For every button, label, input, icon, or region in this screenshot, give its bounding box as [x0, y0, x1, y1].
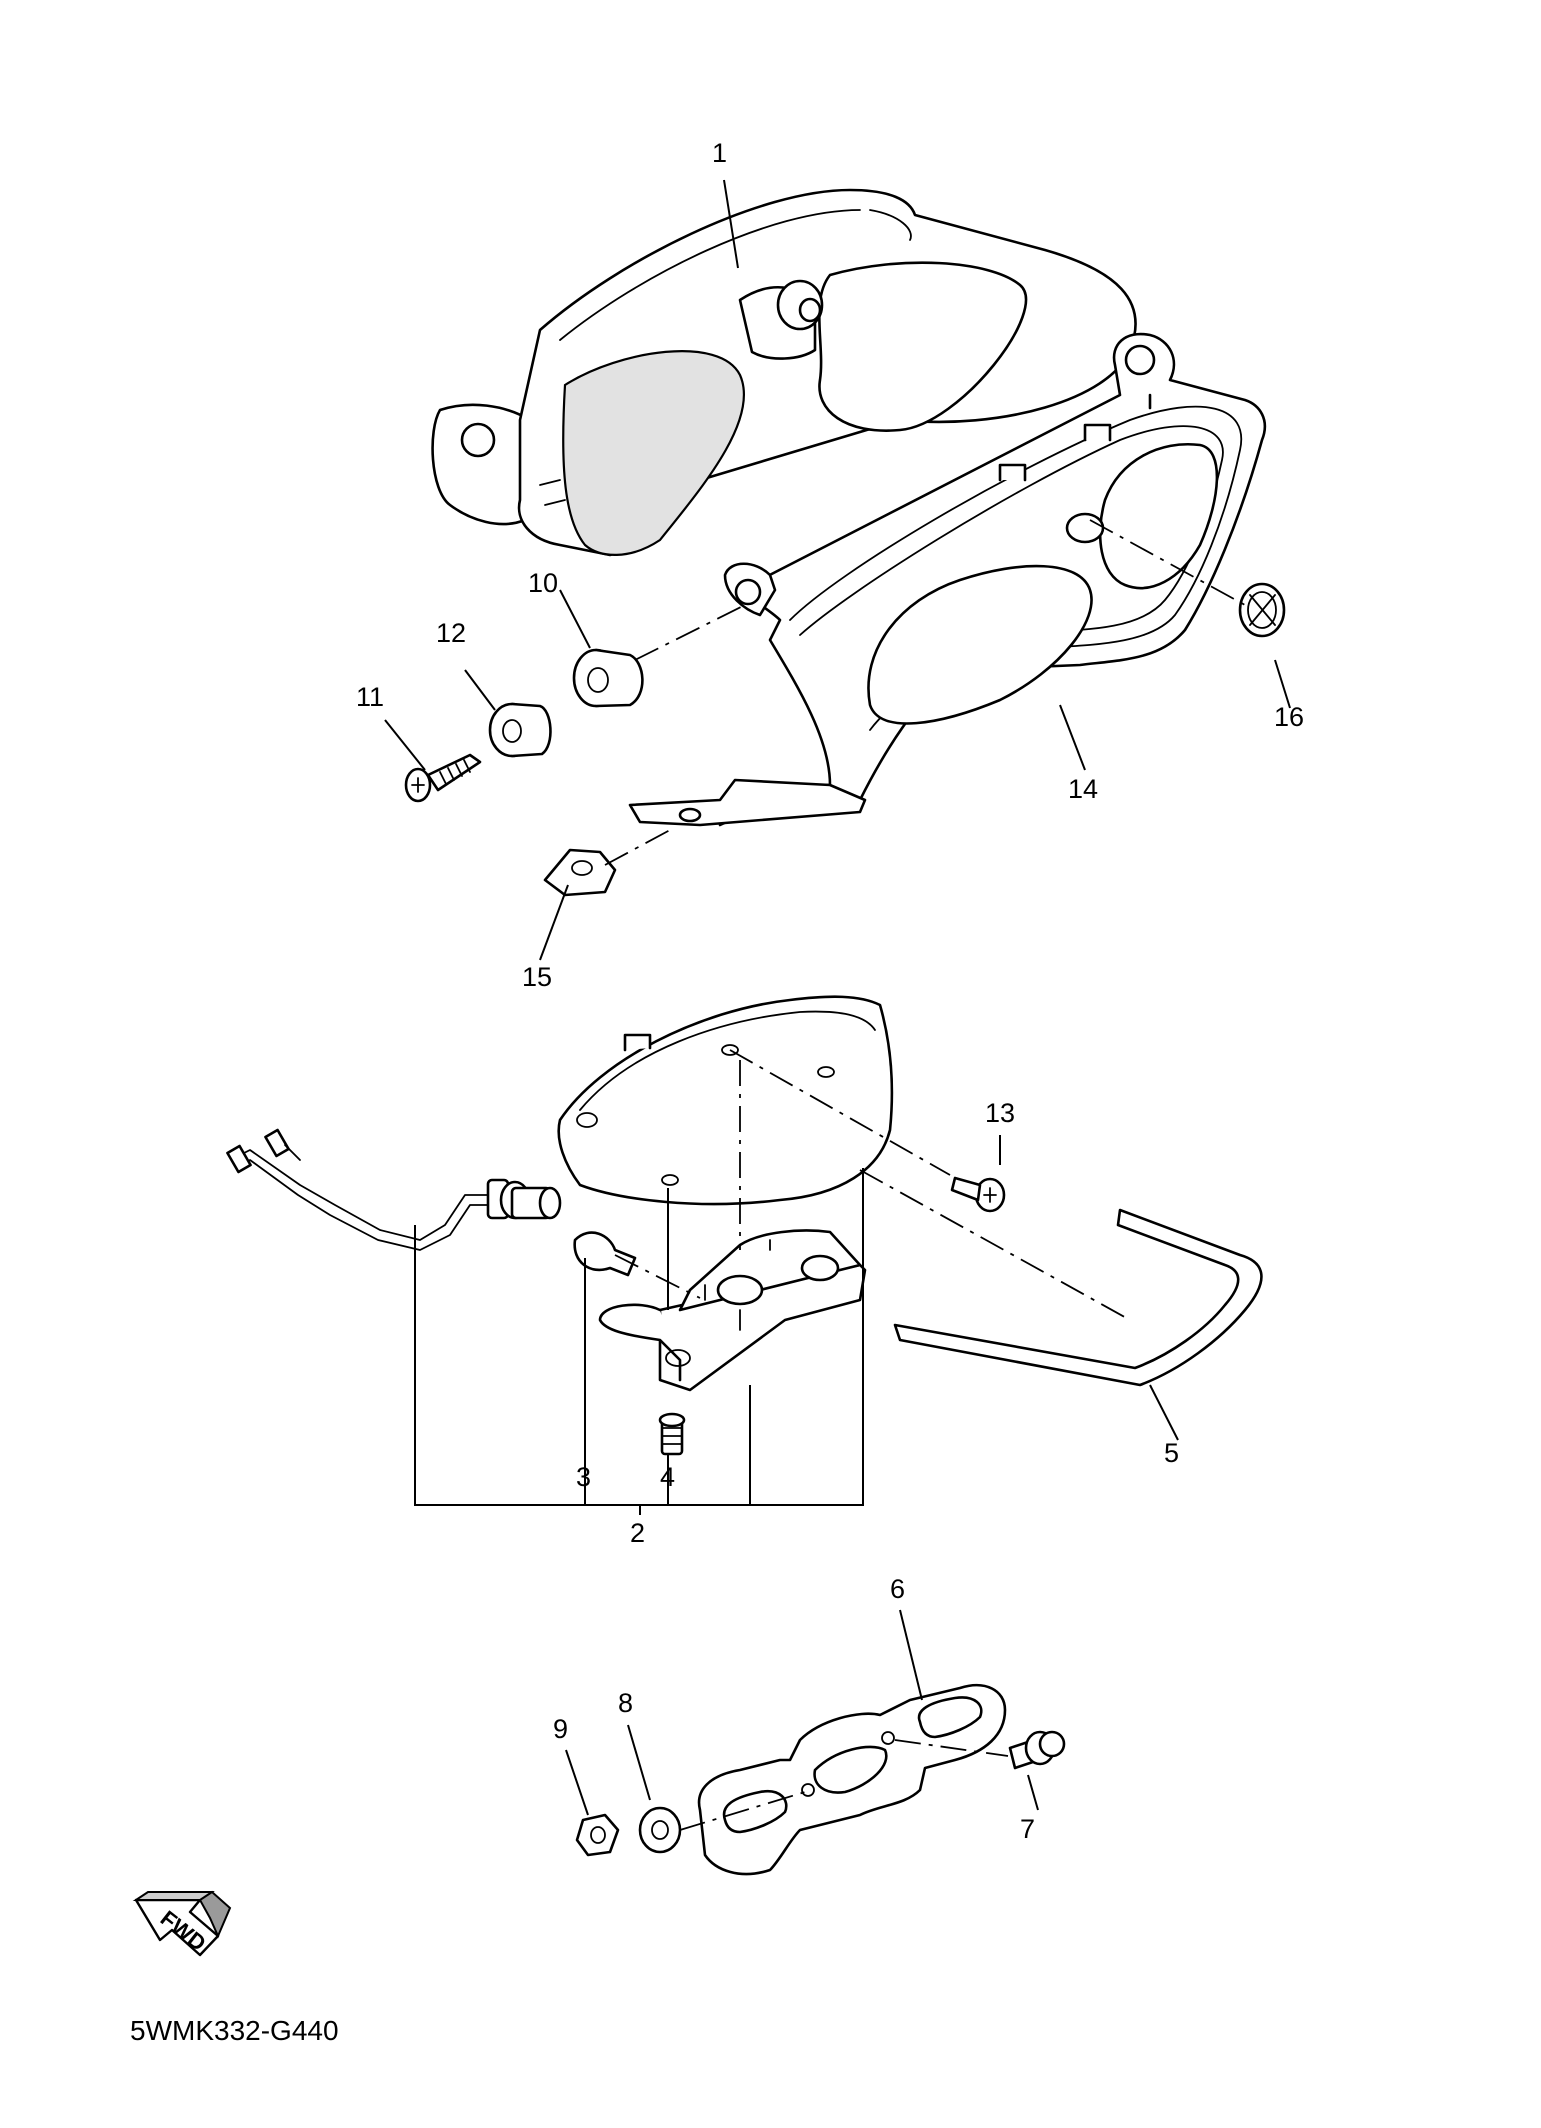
callout-10: 10	[528, 568, 558, 598]
callout-1: 1	[712, 138, 727, 168]
assembly-line	[679, 1791, 806, 1831]
callout-14: 14	[1068, 774, 1098, 804]
callout-5: 5	[1164, 1438, 1179, 1468]
part-13-screw	[950, 1176, 1006, 1213]
callout-4: 4	[660, 1462, 675, 1492]
part-2-license-light-housing	[557, 995, 894, 1206]
assembly-line	[859, 1169, 1131, 1321]
leader-lines	[384, 179, 1291, 1816]
assembly-line	[614, 1254, 701, 1299]
part-6-license-bracket	[697, 1683, 1007, 1876]
part-8-washer	[638, 1806, 682, 1854]
assembly-line	[1089, 519, 1246, 606]
callout-16: 16	[1274, 702, 1304, 732]
callout-9: 9	[553, 1714, 568, 1744]
callout-15: 15	[522, 962, 552, 992]
part-2-lamp-socket-board	[598, 1229, 867, 1392]
callout-7: 7	[1020, 1814, 1035, 1844]
part-9-nut	[575, 1813, 620, 1857]
part-11-screw	[404, 753, 482, 803]
part-1-tail-lens	[431, 188, 1137, 557]
part-7-bolt	[1008, 1730, 1066, 1770]
callout-8: 8	[618, 1688, 633, 1718]
part-16-grommet	[1238, 582, 1286, 638]
part-3-bulb	[573, 1231, 637, 1277]
part-5-gasket	[893, 1208, 1263, 1387]
callout-13: 13	[985, 1098, 1015, 1128]
part-14-tail-cover	[628, 332, 1267, 827]
assembly-line	[894, 1739, 1009, 1757]
part-10-grommet	[572, 648, 644, 708]
callout-2: 2	[630, 1518, 645, 1548]
assembly-line	[729, 1049, 951, 1176]
part-2-wire-harness	[226, 1128, 562, 1251]
fwd-arrow-icon: FWD	[132, 1890, 232, 1957]
part-12-collar	[488, 702, 552, 758]
callout-6: 6	[890, 1574, 905, 1604]
assembly-line	[604, 829, 671, 866]
diagram-code: 5WMK332-G440	[130, 2015, 339, 2046]
assembly-line	[634, 604, 746, 661]
callout-labels: 1 2 3 4 5 6 7 8 9 10 11 12 13 14 15 16	[356, 138, 1304, 1844]
callout-12: 12	[436, 618, 466, 648]
part-15-clip	[543, 848, 617, 897]
part-4-screw	[658, 1412, 686, 1456]
callout-3: 3	[576, 1462, 591, 1492]
callout-11: 11	[356, 682, 384, 712]
